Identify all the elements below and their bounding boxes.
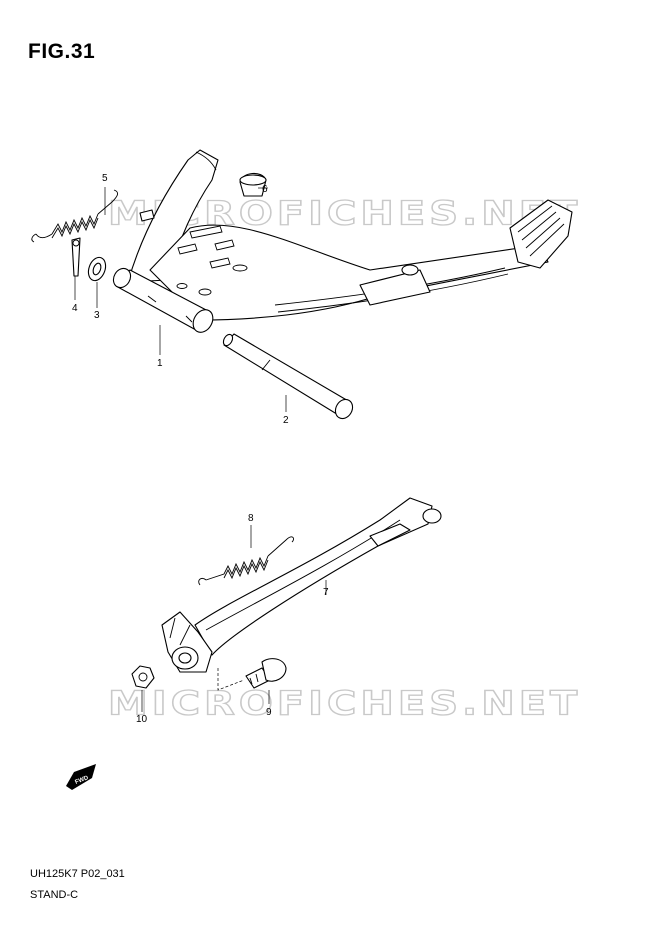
callout-3: 3 — [94, 310, 100, 321]
callout-2: 2 — [283, 415, 289, 426]
stand-shaft — [222, 333, 354, 420]
fwd-badge-text: FWD — [74, 775, 90, 786]
lock-nut — [131, 665, 155, 689]
stand-spring-upper — [31, 189, 119, 243]
callout-10: 10 — [136, 714, 148, 725]
callout-1: 1 — [157, 358, 163, 369]
callout-7: 7 — [323, 587, 329, 598]
side-stand — [161, 497, 442, 673]
callout-6: 6 — [262, 184, 268, 195]
pivot-bolt — [245, 658, 287, 689]
diagram-code: UH125K7 P02_031 — [30, 868, 125, 880]
leader-lines — [74, 187, 327, 712]
stand-spring-lower — [198, 536, 295, 586]
cotter-pin — [71, 237, 81, 277]
forward-direction-icon: FWD — [66, 764, 96, 790]
callout-4: 4 — [72, 303, 78, 314]
callout-5: 5 — [102, 173, 108, 184]
rubber-stopper — [239, 172, 267, 197]
washer — [87, 256, 107, 282]
callout-9: 9 — [266, 707, 272, 718]
diagram-name: STAND-C — [30, 889, 79, 901]
center-stand — [112, 149, 573, 333]
watermark-bottom: MICROFICHES.NET — [107, 684, 582, 723]
callout-8: 8 — [248, 513, 254, 524]
figure-title: FIG.31 — [28, 40, 96, 63]
